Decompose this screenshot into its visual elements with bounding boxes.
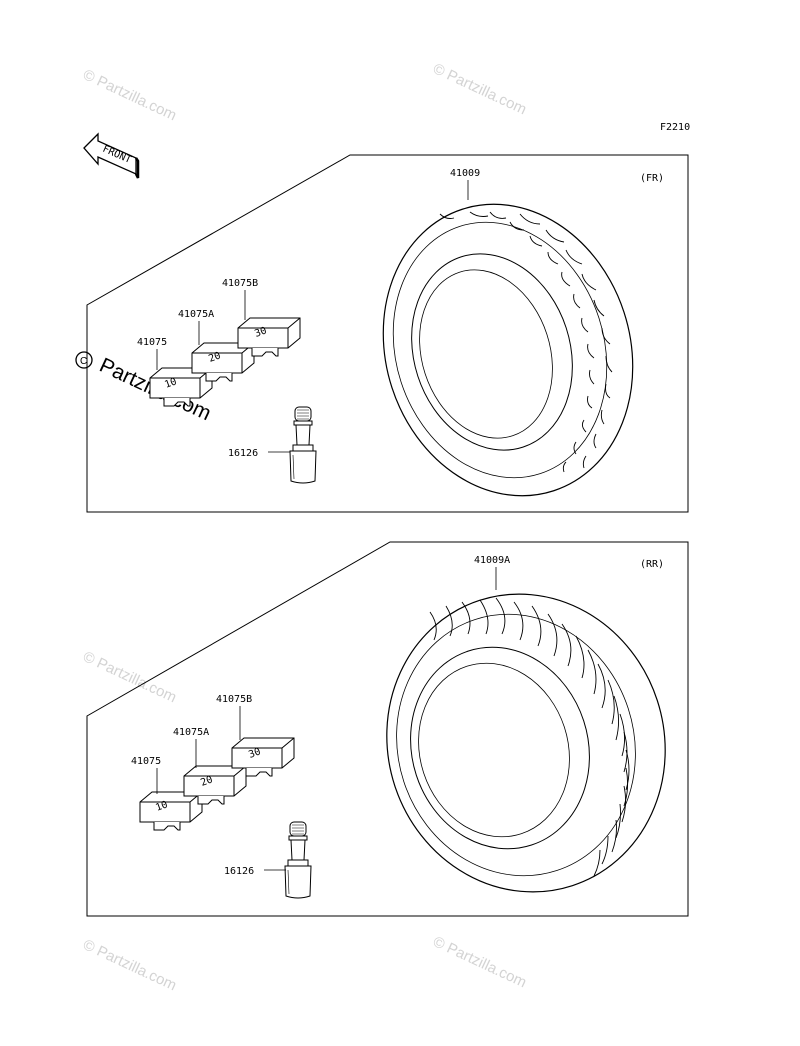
rear-weight-20-part-number: 41075A [173, 727, 209, 738]
front-valve-part-number: 16126 [228, 448, 258, 459]
svg-text:C: C [80, 356, 87, 367]
rear-weight-10 [139, 791, 203, 831]
front-weight-30-part-number: 41075B [222, 278, 258, 289]
rear-valve-part-number: 16126 [224, 866, 254, 877]
rear-valve [284, 821, 312, 899]
rear-weight-30-mark: 30 [247, 746, 262, 760]
rear-weight-10-part-number: 41075 [131, 756, 161, 767]
rear-position-label: (RR) [640, 559, 664, 570]
tread-pattern [439, 211, 613, 473]
front-weight-20-mark: 20 [207, 350, 222, 364]
front-panel-border [86, 154, 689, 513]
front-tire-part-number: 41009 [450, 168, 480, 179]
watermark: © Partzilla.com [430, 933, 529, 991]
copyright-icon [75, 351, 93, 369]
rear-panel: (RR) 41009A 10 41075 20 41075A 30 41075B [86, 541, 689, 917]
rear-weight-30-part-number: 41075B [216, 694, 252, 705]
rear-weight-10-mark: 10 [154, 799, 169, 813]
watermark: © Partzilla.com [80, 648, 179, 706]
front-panel: (FR) 41009 10 41075 20 41075A 30 41075B [86, 154, 689, 513]
front-tire [382, 203, 634, 497]
tread-pattern [429, 597, 630, 877]
watermark: © Partzilla.com [80, 66, 179, 124]
rear-panel-border [86, 541, 689, 917]
front-valve [289, 406, 317, 484]
figure-code: F2210 [660, 122, 690, 133]
rear-tire-part-number: 41009A [474, 555, 510, 566]
front-position-label: (FR) [640, 173, 664, 184]
front-weight-30-mark: 30 [253, 325, 268, 339]
rear-weight-20-mark: 20 [199, 774, 214, 788]
front-weight-10-part-number: 41075 [137, 337, 167, 348]
watermark: © Partzilla.com [430, 60, 529, 118]
rear-tire [386, 593, 666, 893]
watermark: © Partzilla.com [80, 936, 179, 994]
front-weight-20-part-number: 41075A [178, 309, 214, 320]
front-weight-10-mark: 10 [163, 376, 178, 390]
front-arrow-icon: FRONT [83, 132, 140, 179]
